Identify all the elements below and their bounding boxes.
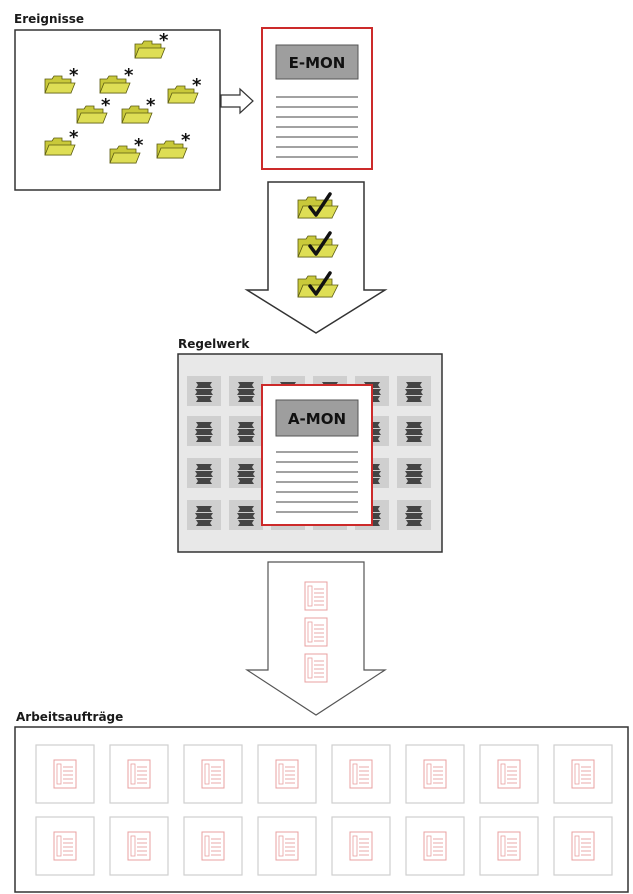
work-orders-label: Arbeitsaufträge [16, 710, 124, 724]
events-box [14, 29, 221, 191]
work-order-icon [423, 759, 447, 789]
checked-events [296, 192, 340, 299]
rule-icon [187, 376, 221, 406]
work-order-icon [497, 831, 521, 861]
rules-label: Regelwerk [178, 337, 250, 351]
events-label: Ereignisse [14, 12, 85, 26]
work-order-icon [304, 581, 328, 611]
work-order-icon [497, 759, 521, 789]
work-order-icon [53, 831, 77, 861]
rule-icon [187, 500, 221, 530]
rule-icon [229, 416, 263, 446]
work-order-icon [127, 759, 151, 789]
work-order-icon [53, 759, 77, 789]
work-order-icon [571, 759, 595, 789]
rule-icon [397, 458, 431, 488]
e-mon-document: E-MON [261, 27, 373, 170]
rule-icon [187, 458, 221, 488]
work-orders-grid [35, 744, 613, 876]
work-order-icon [275, 831, 299, 861]
rule-icon [397, 376, 431, 406]
rule-icon [229, 458, 263, 488]
pending-work-orders [304, 581, 328, 683]
work-order-icon [201, 759, 225, 789]
rule-icon [397, 416, 431, 446]
work-order-icon [349, 759, 373, 789]
work-order-icon [127, 831, 151, 861]
work-order-icon [571, 831, 595, 861]
a-mon-document: A-MON [261, 384, 373, 526]
rule-icon [187, 416, 221, 446]
e-mon-title: E-MON [289, 54, 346, 72]
work-order-icon [423, 831, 447, 861]
work-order-icon [304, 653, 328, 683]
right-arrow-icon [220, 87, 254, 115]
rule-icon [229, 500, 263, 530]
work-order-icon [304, 617, 328, 647]
work-order-icon [275, 759, 299, 789]
work-order-icon [349, 831, 373, 861]
rule-icon [397, 500, 431, 530]
rule-icon [229, 376, 263, 406]
a-mon-title: A-MON [288, 410, 346, 428]
work-order-icon [201, 831, 225, 861]
flow-arrow-1 [244, 181, 388, 334]
